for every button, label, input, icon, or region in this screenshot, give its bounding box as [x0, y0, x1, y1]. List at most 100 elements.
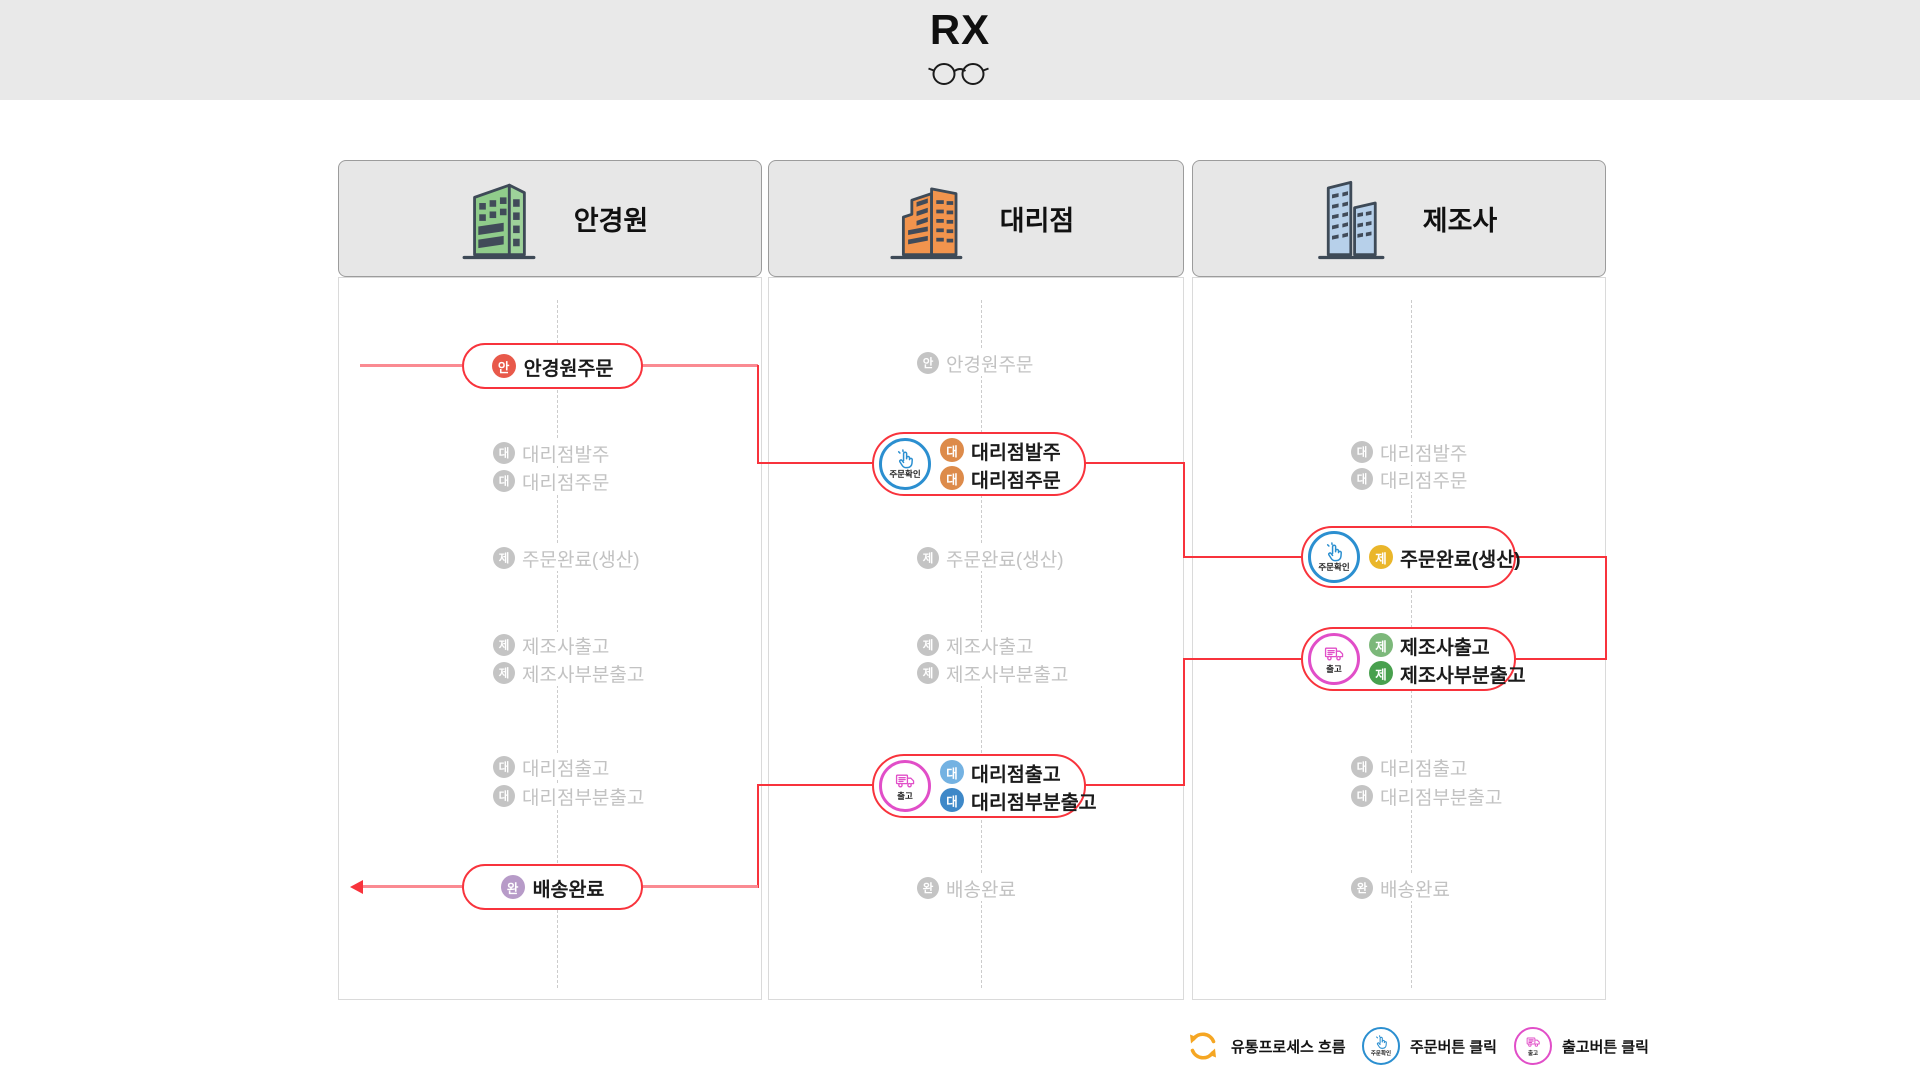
- button-label: 출고: [897, 790, 913, 801]
- pill-rows: 대 대리점출고 대 대리점부분출고: [940, 758, 1097, 814]
- stage-label: 대리점주문: [522, 472, 610, 494]
- stage-badge: 제: [1369, 545, 1393, 569]
- column-header-agency: 대리점: [768, 160, 1184, 277]
- stage-label: 주문완료(생산): [522, 549, 640, 571]
- stage-badge: 대: [493, 470, 515, 492]
- hand-click-icon: [1324, 542, 1345, 563]
- stage-label: 주문완료(생산): [946, 549, 1064, 571]
- hand-click-icon: [895, 449, 916, 470]
- stage-badge: 대: [493, 785, 515, 807]
- stage-label: 대리점부분출고: [971, 791, 1097, 814]
- flow-line: [1183, 462, 1185, 558]
- stage-badge: 대: [1351, 441, 1373, 463]
- ghost-row: 완 배송완료: [1351, 875, 1455, 901]
- ship-button[interactable]: 출고: [879, 760, 931, 812]
- glasses-icon: [927, 57, 993, 87]
- button-label: 주문확인: [1318, 561, 1350, 572]
- stage-badge: 대: [1351, 468, 1373, 490]
- flow-line: [641, 364, 758, 367]
- stage-label: 제조사부분출고: [1400, 664, 1526, 687]
- flow-line: [1183, 556, 1302, 558]
- stage-label: 배송완료: [1380, 879, 1450, 901]
- stage-badge: 제: [1369, 661, 1393, 685]
- stage-badge: 제: [493, 634, 515, 656]
- stage-label: 안경원주문: [523, 357, 614, 380]
- stage-badge: 대: [1351, 785, 1373, 807]
- flow-line: [757, 784, 873, 786]
- column-title: 제조사: [1422, 206, 1498, 236]
- stage-badge: 완: [917, 877, 939, 899]
- stage-label: 대리점출고: [1380, 758, 1468, 780]
- stage-badge: 제: [917, 547, 939, 569]
- stage-badge: 대: [940, 466, 964, 490]
- pill-manufacturer-ship: 출고 제 제조사출고 제 제조사부분출고: [1301, 627, 1526, 691]
- optician-building-icon: [452, 172, 546, 266]
- pill-rows: 대 대리점발주 대 대리점주문: [940, 436, 1061, 492]
- ghost-row: 대 대리점주문: [1351, 466, 1473, 492]
- pill-production-done: 주문확인 제 주문완료(생산): [1301, 526, 1521, 588]
- ghost-row: 제 주문완료(생산): [917, 545, 1069, 571]
- pill-agency-order: 주문확인 대 대리점발주 대 대리점주문: [872, 432, 1086, 496]
- stage-badge: 제: [493, 547, 515, 569]
- stage-label: 안경원주문: [946, 354, 1034, 376]
- stage-badge: 제: [493, 662, 515, 684]
- stage-label: 대리점출고: [971, 763, 1061, 786]
- stage-label: 대리점주문: [1380, 470, 1468, 492]
- stage-badge: 대: [940, 788, 964, 812]
- flow-line: [362, 885, 462, 888]
- ghost-row: 대 대리점출고: [493, 754, 615, 780]
- button-label: 출고: [1527, 1051, 1539, 1057]
- truck-icon: [1526, 1035, 1541, 1050]
- flow-line: [757, 784, 759, 888]
- flow-line: [1515, 556, 1607, 558]
- column-header-optician: 안경원: [338, 160, 762, 277]
- ship-button[interactable]: 출고: [1308, 633, 1360, 685]
- stage-badge: 대: [1351, 756, 1373, 778]
- page-header-band: RX: [0, 0, 1920, 100]
- stage-badge: 안: [917, 352, 939, 374]
- flow-line: [1085, 462, 1185, 464]
- ghost-row: 대 대리점주문: [493, 468, 615, 494]
- stage-label: 대리점발주: [971, 441, 1061, 464]
- stage-badge: 대: [940, 760, 964, 784]
- truck-icon: [1324, 644, 1345, 665]
- legend-label: 주문버튼 클릭: [1410, 1038, 1497, 1056]
- stage-badge: 제: [917, 634, 939, 656]
- ghost-row: 제 제조사출고: [917, 632, 1039, 658]
- ghost-row: 대 대리점부분출고: [493, 783, 650, 809]
- agency-building-icon: [878, 172, 972, 266]
- stage-label: 대리점출고: [522, 758, 610, 780]
- stage-label: 대리점발주: [1380, 443, 1468, 465]
- truck-icon: [895, 771, 916, 792]
- ghost-row: 대 대리점부분출고: [1351, 783, 1508, 809]
- ghost-row: 제 제조사부분출고: [917, 660, 1074, 686]
- stage-badge: 완: [1351, 877, 1373, 899]
- pill-optician-order: 안 안경원주문: [462, 343, 643, 389]
- legend-item-ship-button: 출고 출고버튼 클릭: [1514, 1027, 1649, 1065]
- order-confirm-button[interactable]: 주문확인: [879, 438, 931, 490]
- flow-line: [757, 365, 759, 464]
- flow-line: [1605, 556, 1607, 660]
- hand-click-icon: [1374, 1035, 1389, 1050]
- stage-label: 대리점주문: [971, 469, 1061, 492]
- stage-badge: 제: [1369, 633, 1393, 657]
- flow-line: [1515, 658, 1607, 660]
- stage-label: 배송완료: [946, 879, 1016, 901]
- stage-badge: 안: [491, 354, 516, 378]
- ghost-row: 완 배송완료: [917, 875, 1021, 901]
- stage-badge: 완: [500, 875, 525, 899]
- stage-badge: 대: [940, 438, 964, 462]
- pill-delivery-done: 완 배송완료: [462, 864, 643, 910]
- order-confirm-button[interactable]: 주문확인: [1308, 531, 1360, 583]
- ghost-row: 제 제조사출고: [493, 632, 615, 658]
- flow-line: [360, 364, 462, 367]
- flow-line: [1085, 784, 1185, 786]
- column-title: 안경원: [573, 206, 649, 236]
- ghost-row: 대 대리점발주: [493, 440, 615, 466]
- order-button-icon: 주문확인: [1362, 1027, 1400, 1065]
- column-header-manufacturer: 제조사: [1192, 160, 1606, 277]
- column-title: 대리점: [999, 206, 1075, 236]
- pill-agency-ship: 출고 대 대리점출고 대 대리점부분출고: [872, 754, 1097, 818]
- flow-arrow-icon: [350, 880, 363, 894]
- stage-label: 주문완료(생산): [1400, 548, 1521, 571]
